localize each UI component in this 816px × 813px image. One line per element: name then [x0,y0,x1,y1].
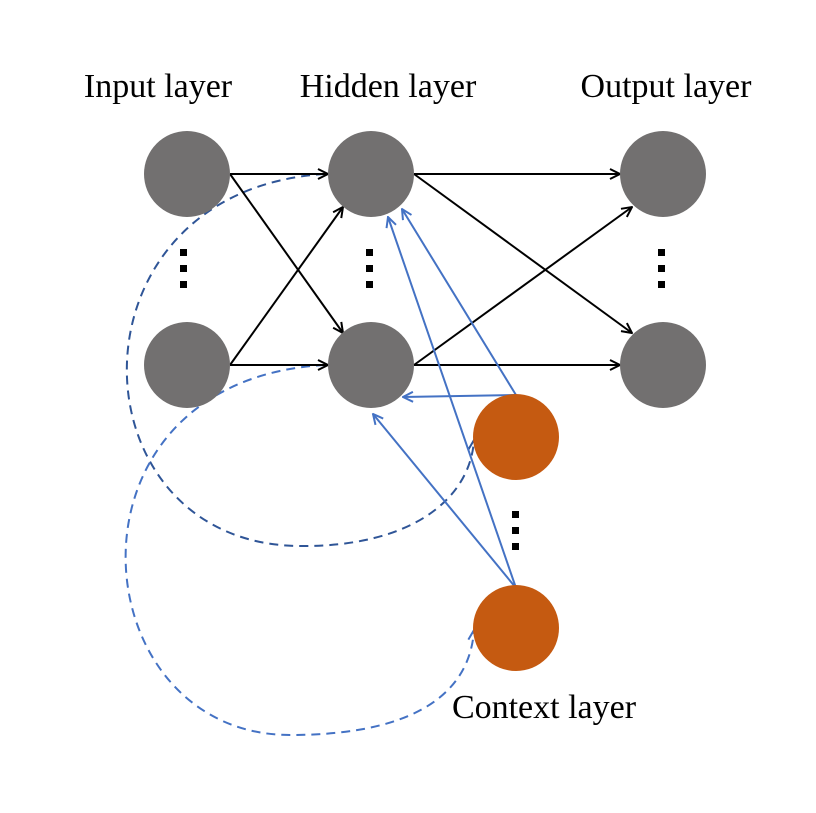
vertical-dots-icon [658,249,665,288]
input-neuron-2 [144,322,230,408]
input-layer-label: Input layer [84,68,233,105]
vertical-dots-icon [180,249,187,288]
vertical-dots-icon [512,511,519,550]
output-neuron-1 [620,131,706,217]
output-neuron-2 [620,322,706,408]
edge-context1-hidden2 [403,395,517,397]
context-layer-label: Context layer [452,689,637,726]
edge-input2-hidden1 [229,207,343,366]
hidden-neuron-1 [328,131,414,217]
feedback-loop-top [125,173,474,548]
feedback-loop-bottom [124,364,474,737]
edge-context2-hidden2 [373,414,517,589]
edge-context1-hidden1 [402,209,517,396]
hidden-neuron-2 [328,322,414,408]
edge-hidden2-output1 [413,207,632,366]
context-neuron-2 [473,585,559,671]
hidden-layer-label: Hidden layer [300,68,477,105]
output-layer-label: Output layer [581,68,753,105]
vertical-dots-icon [366,249,373,288]
edge-context2-hidden1 [388,217,517,589]
context-neuron-1 [473,394,559,480]
edge-input1-hidden2 [229,173,343,333]
input-neuron-1 [144,131,230,217]
edge-hidden1-output2 [413,173,632,333]
